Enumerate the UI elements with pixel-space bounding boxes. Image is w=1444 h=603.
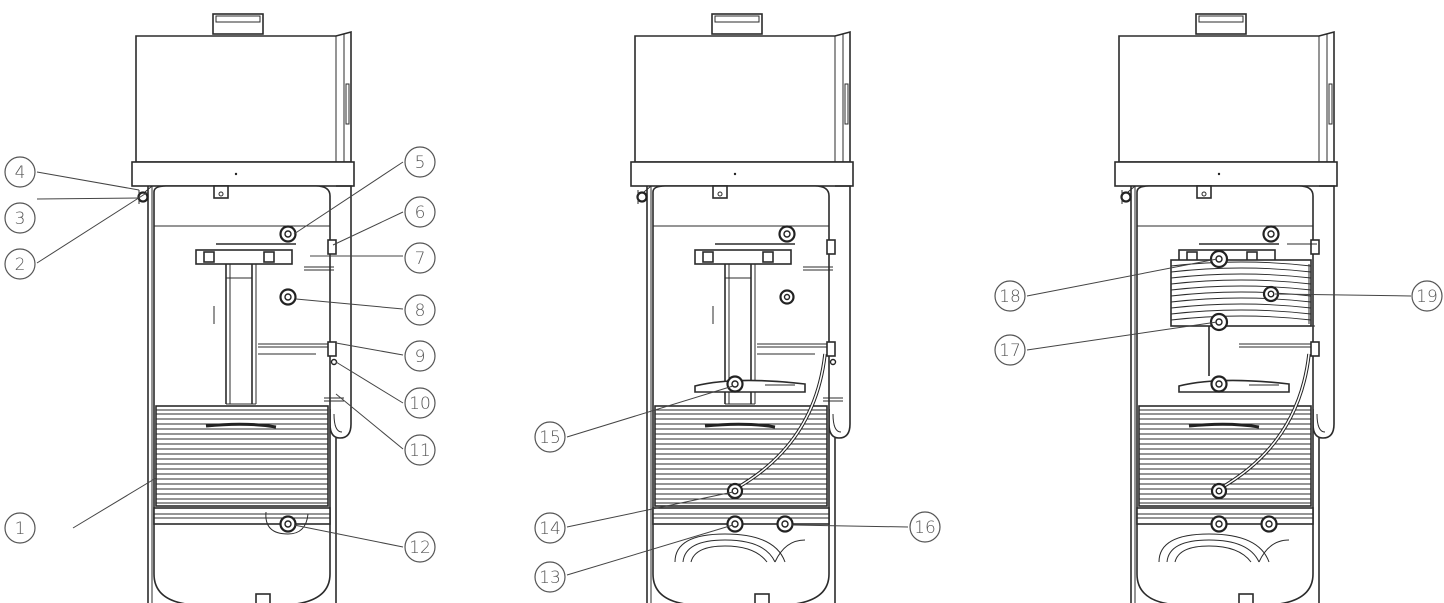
callout-19: 19 bbox=[1411, 280, 1443, 312]
callout-3-label: 3 bbox=[15, 209, 26, 229]
callout-19-label: 19 bbox=[1416, 287, 1438, 307]
callout-8: 8 bbox=[404, 294, 436, 326]
callout-14: 14 bbox=[534, 512, 566, 544]
callout-15: 15 bbox=[534, 421, 566, 453]
callout-16-label: 16 bbox=[914, 518, 936, 538]
callout-12: 12 bbox=[404, 531, 436, 563]
callout-1: 1 bbox=[4, 512, 36, 544]
callout-10: 10 bbox=[404, 387, 436, 419]
callout-15-label: 15 bbox=[539, 428, 561, 448]
callout-13-label: 13 bbox=[539, 568, 561, 588]
callout-18: 18 bbox=[994, 280, 1026, 312]
callout-11-label: 11 bbox=[409, 441, 431, 461]
tank-unit-a bbox=[130, 12, 356, 603]
callout-16: 16 bbox=[909, 511, 941, 543]
callout-3: 3 bbox=[4, 202, 36, 234]
callout-11: 11 bbox=[404, 434, 436, 466]
leader-lines bbox=[36, 161, 1412, 576]
callout-2-label: 2 bbox=[15, 255, 26, 275]
callout-4: 4 bbox=[4, 156, 36, 188]
callout-5: 5 bbox=[404, 146, 436, 178]
callout-4-label: 4 bbox=[15, 163, 26, 183]
callout-9: 9 bbox=[404, 340, 436, 372]
callout-6-label: 6 bbox=[415, 203, 426, 223]
callout-5-label: 5 bbox=[415, 153, 426, 173]
callout-12-label: 12 bbox=[409, 538, 431, 558]
callout-8-label: 8 bbox=[415, 301, 426, 321]
callout-6: 6 bbox=[404, 196, 436, 228]
callout-14-label: 14 bbox=[539, 519, 561, 539]
tank-unit-b bbox=[629, 12, 855, 603]
callout-2: 2 bbox=[4, 248, 36, 280]
callout-7-label: 7 bbox=[415, 249, 426, 269]
callout-18-label: 18 bbox=[999, 287, 1021, 307]
callout-10-label: 10 bbox=[409, 394, 431, 414]
tank-unit-c bbox=[1113, 12, 1339, 603]
callout-7: 7 bbox=[404, 242, 436, 274]
callout-1-label: 1 bbox=[15, 519, 26, 539]
callout-9-label: 9 bbox=[415, 347, 426, 367]
callout-17-label: 17 bbox=[999, 341, 1021, 361]
callout-13: 13 bbox=[534, 561, 566, 593]
callouts: 1 2 3 4 5 6 7 8 9 10 11 12 13 14 15 16 1… bbox=[4, 146, 1443, 593]
callout-17: 17 bbox=[994, 334, 1026, 366]
